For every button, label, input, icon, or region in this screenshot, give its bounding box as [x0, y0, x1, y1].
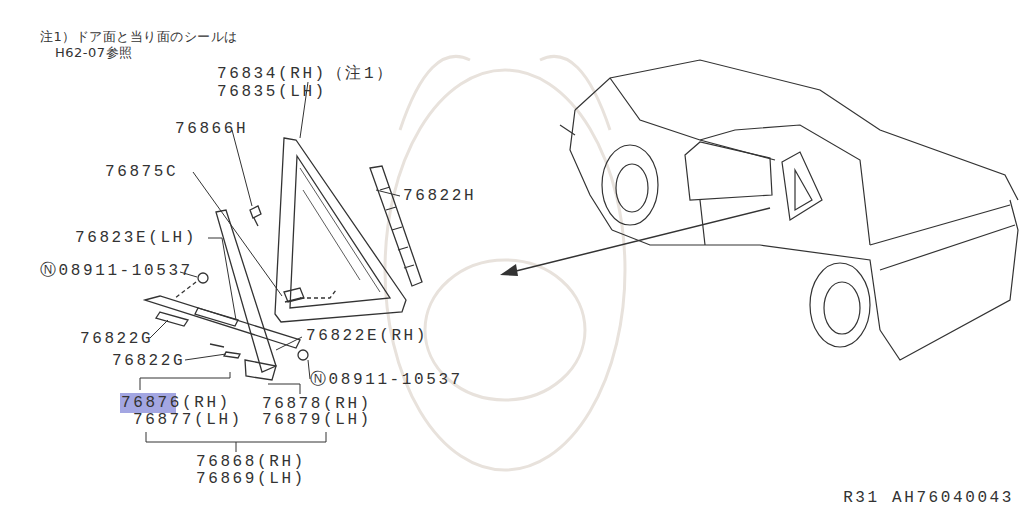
car-illustration — [560, 60, 1018, 360]
part-number: 76868(RH) — [196, 454, 306, 471]
part-number: 76834(RH)（注1） — [217, 66, 395, 83]
part-number: 76822G — [112, 353, 185, 370]
part-number: 76866H — [175, 121, 248, 138]
part-number: 76878(RH) — [262, 396, 372, 413]
part-number: 76822H — [403, 188, 476, 205]
diagram-code: R31 AH76040043 — [843, 490, 1014, 507]
part-number: 76822G — [80, 331, 153, 348]
part-number: 76835(LH) — [217, 84, 327, 101]
pointer-arrow — [500, 208, 770, 276]
part-number: 76877(LH) — [133, 412, 243, 429]
part-number: Ⓝ08911-10537 — [310, 372, 463, 389]
part-number: 76876(RH) — [121, 395, 231, 412]
part-number: 76822E(RH) — [306, 328, 428, 345]
part-number: 76869(LH) — [196, 471, 306, 488]
note: H62-07参照 — [55, 44, 133, 61]
part-number: 76823E(LH) — [75, 230, 197, 247]
part-number: Ⓝ08911-10537 — [40, 263, 193, 280]
part-number: 76879(LH) — [262, 412, 372, 429]
part-number: 76875C — [105, 164, 178, 181]
watermark — [385, 56, 625, 470]
note: 注1）ドア面と当り面のシールは — [40, 28, 238, 45]
